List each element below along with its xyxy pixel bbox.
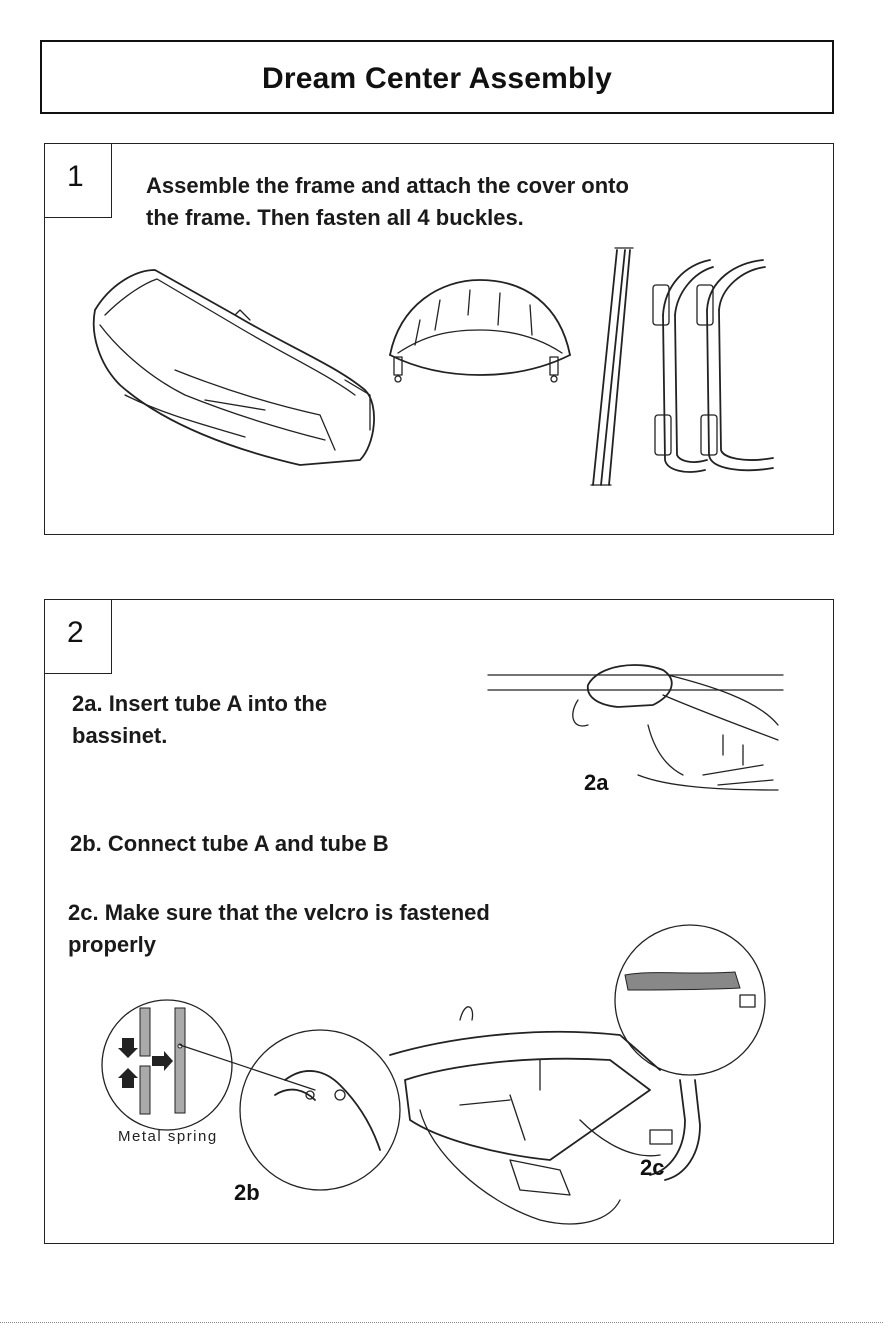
canopy-illustration: [380, 275, 580, 395]
step-2b-text: 2b. Connect tube A and tube B: [70, 828, 490, 860]
step-2c-label: 2c: [640, 1155, 664, 1181]
step-2a-text: 2a. Insert tube A into the bassinet.: [72, 688, 452, 752]
step-2a-illustration: [488, 655, 788, 800]
page-title: Dream Center Assembly: [42, 62, 832, 96]
step-1-text: Assemble the frame and attach the cover …: [146, 170, 786, 234]
step-2a-text-line-2: bassinet.: [72, 720, 452, 752]
step-1-number: 1: [67, 160, 84, 194]
step-2a-text-line-1: 2a. Insert tube A into the: [72, 688, 452, 720]
bassinet-cover-illustration: [85, 265, 385, 470]
dream-center-frame-illustration: [180, 920, 790, 1240]
title-box: Dream Center Assembly: [40, 40, 834, 114]
tube-a-illustration: [585, 245, 635, 495]
step-1-number-box: 1: [44, 143, 112, 218]
step-2-number: 2: [67, 616, 84, 650]
step-1-text-line-1: Assemble the frame and attach the cover …: [146, 170, 786, 202]
step-2-number-box: 2: [44, 599, 112, 674]
step-2a-label: 2a: [584, 770, 608, 796]
step-2b-label: 2b: [234, 1180, 260, 1206]
page-bottom-edge: [0, 1322, 883, 1323]
step-1-text-line-2: the frame. Then fasten all 4 buckles.: [146, 202, 786, 234]
tube-b-illustration: [645, 255, 790, 480]
